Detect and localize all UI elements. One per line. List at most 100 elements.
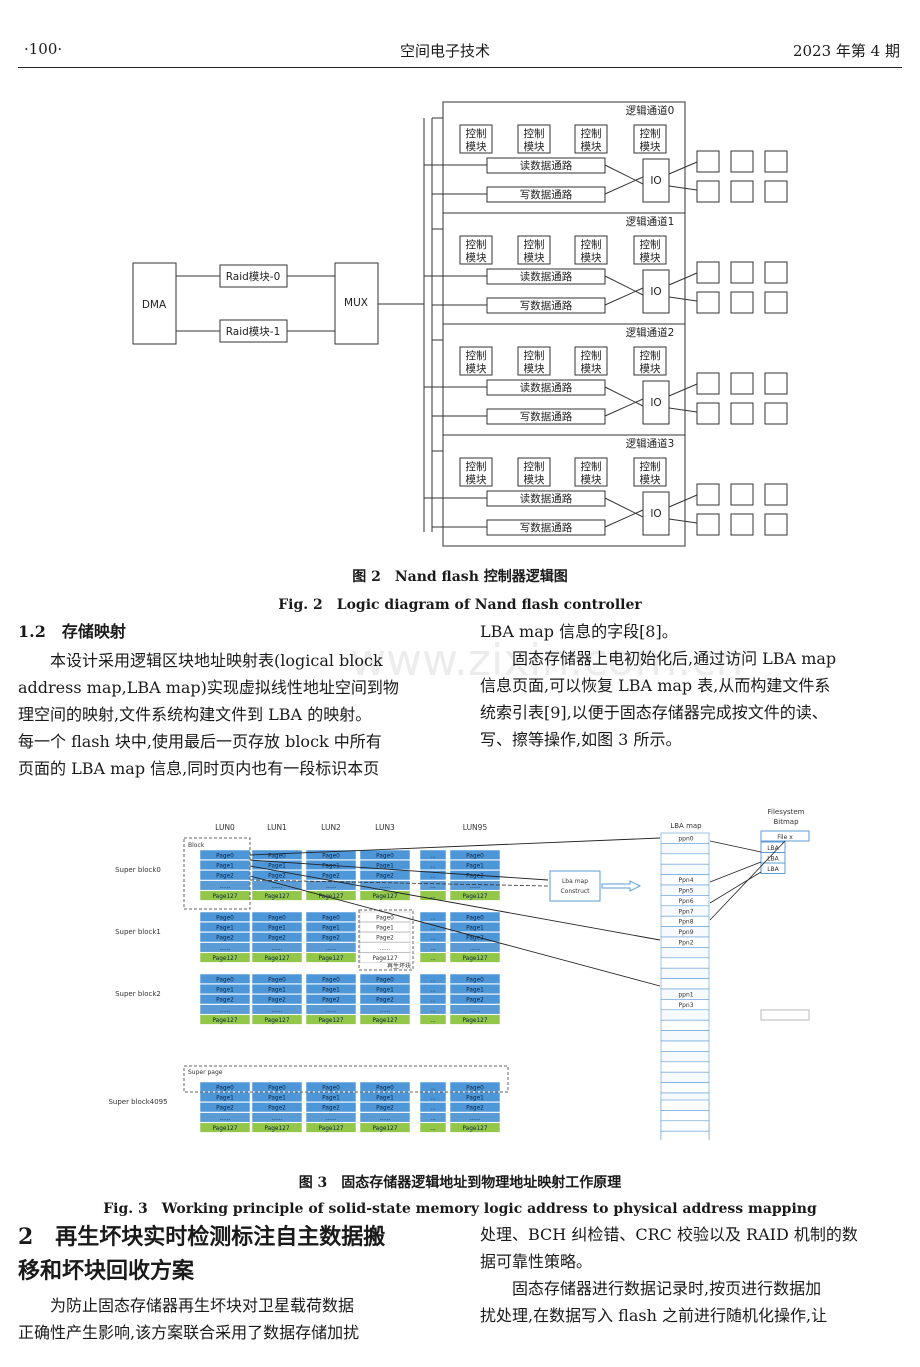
text-line: 理空间的映射,文件系统构建文件到 LBA 的映射。 [18, 705, 372, 724]
lbamap-cell [660, 978, 710, 990]
lbamap-cell [660, 843, 710, 855]
control-module-label: 模块 [640, 141, 661, 153]
header-rule [18, 67, 902, 68]
control-module-label: 模块 [581, 363, 602, 375]
page-label: Page127 [212, 894, 237, 900]
page-label: Page2 [268, 874, 286, 880]
page-label: Page0 [322, 915, 340, 921]
page-label: Page0 [268, 977, 286, 983]
flash-chip [696, 372, 720, 395]
lbamap-cell [660, 863, 710, 875]
control-module-label: 模块 [524, 474, 545, 486]
control-module-label: 控制 [640, 127, 661, 140]
path-connector [604, 509, 644, 528]
page-label: Page0 [322, 977, 340, 983]
control-module-label: 模块 [466, 363, 487, 375]
flash-chip [730, 261, 754, 284]
page-label: Page0 [466, 1085, 484, 1091]
ppn-label: ppn1 [678, 992, 693, 999]
page-label: Page0 [376, 853, 394, 859]
text-line: 正确性产生影响,该方案联合采用了数据存储加扰 [18, 1323, 360, 1342]
page-label: Page127 [212, 956, 237, 962]
text-line: 每一个 flash 块中,使用最后一页存放 block 中所有 [18, 732, 382, 751]
flash-chip [764, 291, 788, 314]
io-box [642, 491, 670, 536]
mapping-arrow [249, 837, 661, 856]
page-label: Page0 [466, 915, 484, 921]
page-cell [449, 1014, 501, 1025]
lun-label: LUN0 [215, 823, 235, 832]
page-cell [305, 1004, 357, 1015]
lun-label: LUN95 [463, 823, 488, 832]
channel-label: 逻辑通道2 [626, 326, 675, 339]
read-path-label: 读数据通路 [520, 159, 573, 172]
page-label: Page2 [376, 874, 394, 880]
page-cell [199, 870, 251, 881]
page-cell [251, 921, 303, 933]
path-connector [604, 275, 644, 296]
page-label: ...... [219, 884, 230, 890]
mux-label: MUX [344, 297, 368, 309]
page-cell [305, 1122, 357, 1133]
page-label: Page2 [376, 936, 394, 942]
page-label: Page0 [268, 1085, 286, 1091]
page-cell [449, 973, 501, 984]
page-cell [305, 932, 357, 943]
page-cell [419, 932, 447, 943]
path-connector [604, 398, 644, 417]
text-line: 固态存储器上电初始化后,通过访问 LBA map [512, 649, 837, 668]
write-path-label: 写数据通路 [520, 410, 573, 423]
page-cell [199, 994, 251, 1005]
channel-label: 逻辑通道0 [626, 104, 675, 117]
fs-title: Bitmap [773, 818, 799, 826]
lbamap-cell [660, 1009, 710, 1021]
page-cell [419, 994, 447, 1005]
page-cell [419, 973, 447, 984]
page-cell [419, 859, 447, 871]
control-module-box [459, 124, 493, 154]
page-label: ...... [379, 884, 390, 890]
page-cell [199, 983, 251, 995]
control-module-box [517, 457, 551, 487]
control-module-box [517, 124, 551, 154]
page-label: ... [430, 915, 436, 921]
page-cell [419, 911, 447, 922]
lbamap-cell [660, 1061, 710, 1073]
control-module-label: 控制 [466, 238, 487, 251]
text-line: 统索引表[9],以便于固态存储器完成按文件的读、 [480, 703, 828, 722]
page-cell [199, 1004, 251, 1015]
control-module-label: 控制 [466, 127, 487, 140]
figure-3-caption-cn: 图 3 固态存储器逻辑地址到物理地址映射工作原理 [298, 1175, 622, 1191]
page-cell [251, 942, 303, 953]
page-label: ...... [219, 1008, 230, 1014]
page-label: Page127 [372, 1018, 397, 1024]
page-cell [359, 1112, 411, 1123]
page-label: Page127 [462, 1126, 487, 1132]
page-cell [251, 1102, 303, 1113]
lbamap-cell [660, 1071, 710, 1083]
page-label: Page1 [268, 926, 286, 932]
channel-label: 逻辑通道3 [626, 437, 675, 450]
page-label: Page127 [372, 894, 397, 900]
control-module-label: 模块 [581, 141, 602, 153]
path-connector [604, 164, 644, 185]
page-cell [251, 983, 303, 995]
page-label: Page127 [372, 956, 397, 962]
page-label: ...... [469, 884, 480, 890]
page-label: Page1 [322, 926, 340, 932]
page-label: Page1 [466, 926, 484, 932]
page-label: ... [430, 998, 436, 1004]
page-label: ... [430, 988, 436, 994]
superblock-label: Super block0 [115, 866, 161, 874]
page-cell [251, 1112, 303, 1123]
page-label: Page1 [466, 988, 484, 994]
page-cell [359, 942, 411, 953]
page-label: Page2 [216, 936, 234, 942]
page-label: ...... [219, 1116, 230, 1122]
page-label: ... [430, 936, 436, 942]
page-cell [251, 952, 303, 963]
ppn-label: Ppn5 [678, 888, 693, 895]
journal-name: 空间电子技术 [400, 42, 491, 60]
control-module-box [517, 235, 551, 265]
